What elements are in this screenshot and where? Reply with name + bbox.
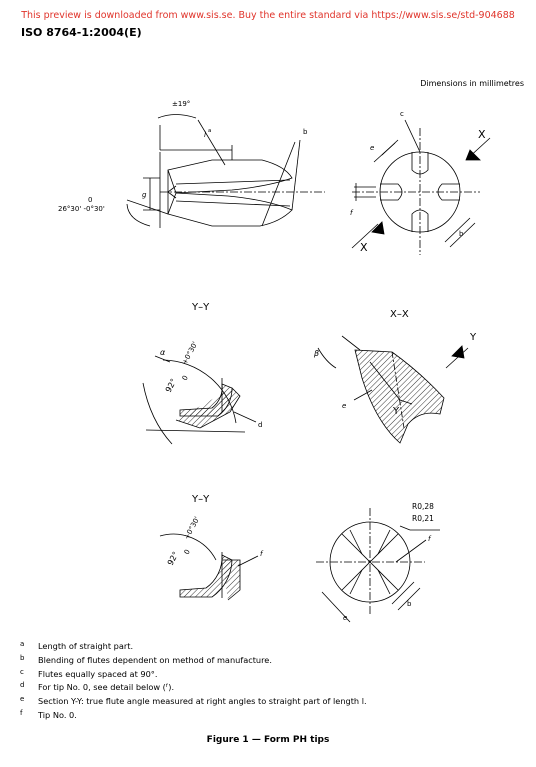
figure-caption: Figure 1 — Form PH tips <box>206 735 330 745</box>
note-text: For tip No. 0, see detail below (ᶠ). <box>38 682 175 693</box>
label-angle-92: 92° <box>164 377 179 394</box>
dimensions-note: Dimensions in millimetres <box>420 79 524 88</box>
note-item: b Blending of flutes dependent on method… <box>20 653 367 669</box>
label-b-br: b <box>407 600 412 608</box>
label-x-lower: X <box>360 241 368 254</box>
note-item: f Tip No. 0. <box>20 708 367 724</box>
document-id: ISO 8764-1:2004(E) <box>21 26 142 39</box>
label-x-upper: X <box>478 128 486 141</box>
section-yy-title: Y–Y <box>191 302 210 313</box>
label-angle-92-zero: 0 <box>181 374 190 382</box>
label-alpha: α <box>160 348 166 357</box>
label-y-inner: Y <box>392 406 400 417</box>
note-item: e Section Y-Y: true flute angle measured… <box>20 695 367 710</box>
note-key: a <box>20 640 25 648</box>
note-key: b <box>20 653 25 662</box>
side-view <box>126 114 325 228</box>
note-key: c <box>20 667 24 676</box>
label-d: d <box>258 421 262 429</box>
note-key: d <box>20 681 25 690</box>
note-key: f <box>20 708 23 717</box>
label-e-br: e <box>343 614 347 622</box>
note-text: Flutes equally spaced at 90°. <box>38 668 158 679</box>
section-xx <box>317 335 469 444</box>
section-yy-2 <box>159 533 259 601</box>
label-angle-92-tol-2: +0°30' <box>183 515 202 541</box>
end-view-top <box>351 119 491 255</box>
end-view-bottom <box>316 508 440 623</box>
label-angle-92-2: 92° <box>166 550 181 567</box>
label-r1: R0,28 <box>412 502 434 511</box>
section-xx-title: X–X <box>390 309 409 320</box>
note-item: c Flutes equally spaced at 90°. <box>20 667 367 683</box>
note-key: e <box>20 695 25 704</box>
label-angle-92-tol: +0°30' <box>181 340 200 366</box>
label-length: l <box>204 131 206 139</box>
label-angle-main: 26°30' -0°30' <box>58 205 105 213</box>
note-text: Section Y-Y: true flute angle measured a… <box>38 696 367 707</box>
technical-drawing: ±19° l a b g 0 26°30' -0°30' <box>58 100 491 623</box>
label-f-br: f <box>428 535 432 543</box>
note-item: d For tip No. 0, see detail below (ᶠ). <box>20 681 367 696</box>
label-g: g <box>142 191 147 199</box>
label-angle-top: ±19° <box>172 100 190 108</box>
note-text: Blending of flutes dependent on method o… <box>38 654 272 665</box>
label-e-mid: e <box>342 402 346 410</box>
label-length-sup: a <box>208 128 211 134</box>
label-b-top: b <box>303 128 308 136</box>
note-text: Tip No. 0. <box>38 709 77 720</box>
label-c: c <box>400 110 404 118</box>
label-e-top: e <box>370 144 374 152</box>
label-zero: 0 <box>88 196 92 204</box>
note-item: a Length of straight part. <box>20 640 367 655</box>
note-text: Length of straight part. <box>38 641 134 651</box>
section-yy-title-2: Y–Y <box>191 494 210 505</box>
preview-banner[interactable]: This preview is downloaded from www.sis.… <box>21 10 515 21</box>
label-r2: R0,21 <box>412 514 434 523</box>
label-beta: β <box>313 349 319 358</box>
label-b-right: b <box>459 230 464 238</box>
notes-list: a Length of straight part. b Blending of… <box>20 640 367 724</box>
label-f-bottom: f <box>260 550 264 558</box>
label-y-upper: Y <box>469 332 477 343</box>
label-angle-92-zero-2: 0 <box>183 548 192 556</box>
label-f-top: f <box>350 209 354 217</box>
section-yy-1 <box>142 355 257 445</box>
